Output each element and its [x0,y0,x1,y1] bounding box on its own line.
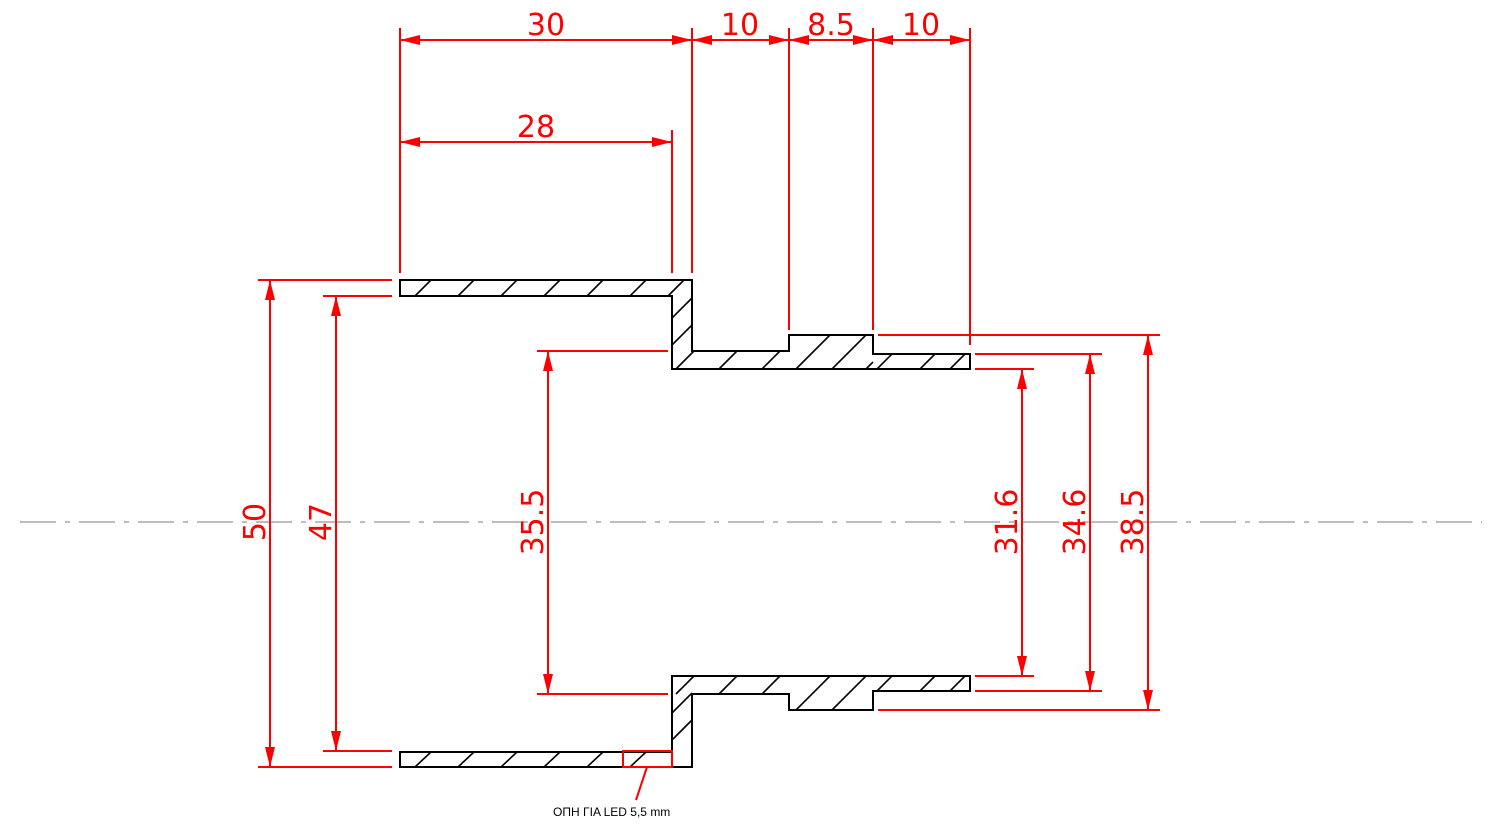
dimension-28-label: 28 [517,110,555,145]
dimension-30: 30 [400,8,692,45]
dimension-35-5-label: 35.5 [516,489,551,556]
dimension-8-5: 8.5 [789,8,873,45]
dimension-50-label: 50 [238,503,273,541]
led-hole-marker [622,750,673,768]
dimension-31-6: 31.6 [990,369,1027,676]
dimension-47-label: 47 [304,503,339,541]
extension-lines-top [399,28,971,345]
dimension-10-right-label: 10 [902,8,940,43]
dimension-34-6: 34.6 [1058,354,1095,691]
dimension-50: 50 [238,280,275,767]
upper-wall-hatching [414,279,966,370]
lower-wall-hatching [414,675,966,768]
part-lower-section [399,675,971,768]
dimension-30-label: 30 [527,8,565,43]
led-note-leader [635,766,648,801]
dimension-35-5: 35.5 [516,351,553,694]
dimension-38-5: 38.5 [1116,335,1153,710]
dimension-31-6-label: 31.6 [990,489,1025,556]
dimension-10-left-label: 10 [721,8,759,43]
dimension-8-5-label: 8.5 [807,8,855,43]
dimension-10-right: 10 [873,8,970,45]
lower-wall-outline [399,675,971,768]
led-hole-note: ΟΠΗ ΓΙΑ LED 5,5 mm [553,805,670,819]
extension-lines-right [878,334,1160,711]
dimension-10-left: 10 [692,8,789,45]
dimension-28: 28 [400,110,672,147]
part-upper-section [399,279,971,370]
dimension-47: 47 [304,296,341,751]
dimension-38-5-label: 38.5 [1116,489,1151,556]
upper-wall-outline [399,279,971,370]
dimension-34-6-label: 34.6 [1058,489,1093,556]
